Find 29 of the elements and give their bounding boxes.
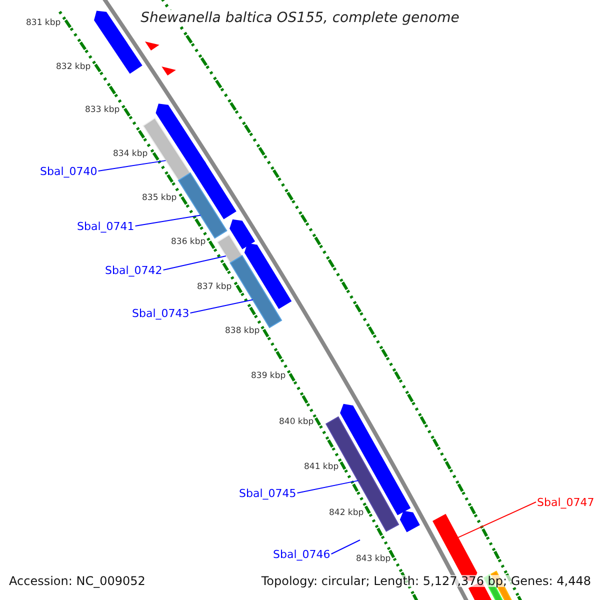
accession-text: Accession: NC_009052: [9, 575, 146, 587]
tick-label: 842 kbp: [329, 509, 364, 518]
tick-label: 837 kbp: [197, 283, 232, 292]
leader-line: [98, 160, 166, 172]
tick-label: 836 kbp: [171, 238, 206, 246]
gene-bar: [178, 172, 228, 239]
gene-bar: [325, 416, 400, 532]
gene-bar: [230, 254, 282, 328]
gene-label: Sbal_0742: [105, 264, 162, 276]
leader-line: [330, 540, 360, 554]
genome-info-text: Topology: circular; Length: 5,127,376 bp; Genes: 4,448: [261, 575, 591, 587]
tick-label: 832 kbp: [56, 63, 91, 72]
gene-label: Sbal_0745: [239, 488, 296, 498]
gene-label: Sbal_0741: [77, 220, 134, 232]
tick-label: 838 kbp: [225, 327, 260, 336]
tick-label: 831 kbp: [26, 19, 61, 28]
gene-label: Sbal_0743: [132, 308, 190, 318]
leader-line: [457, 502, 536, 538]
gene-label: Sbal_0747: [537, 496, 594, 508]
tick-label: 843 kbp: [356, 555, 391, 564]
leader-line: [134, 214, 201, 226]
leader-line: [162, 256, 226, 270]
leader-line: [190, 299, 254, 314]
gene-label: Sbal_0746: [273, 548, 330, 560]
tick-label: 841 kbp: [304, 463, 339, 472]
tick-label: 839 kbp: [251, 372, 286, 380]
tick-label: 834 kbp: [113, 150, 148, 158]
leader-line: [296, 480, 359, 494]
gene-label: Sbal_0740: [40, 166, 98, 176]
